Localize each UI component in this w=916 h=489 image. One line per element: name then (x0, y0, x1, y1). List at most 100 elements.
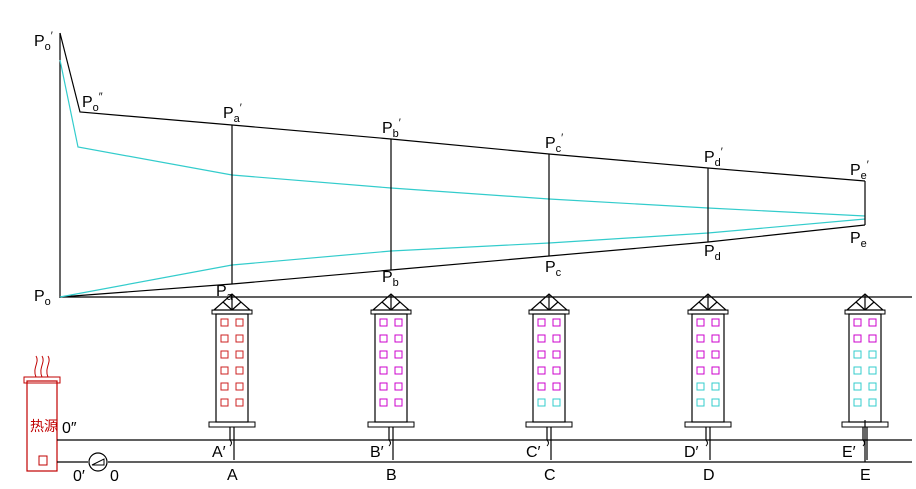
roof-truss (539, 301, 550, 311)
building-window (220, 366, 229, 375)
riser-bend (546, 439, 549, 447)
building-base (525, 421, 573, 428)
label-return-node: E (860, 467, 871, 484)
label-return-node: D (703, 467, 715, 484)
roof-truss (707, 301, 718, 311)
building-window (853, 350, 862, 359)
building-window (853, 366, 862, 375)
building-window (220, 398, 229, 407)
building-window (220, 382, 229, 391)
building-window (394, 398, 403, 407)
building-window (868, 334, 877, 343)
label-node-o: 0 (110, 468, 119, 485)
building-window (853, 334, 862, 343)
label-supply-pressure: Pb′ (382, 117, 401, 140)
building-window (868, 318, 877, 327)
building-window (394, 334, 403, 343)
building-window (379, 318, 388, 327)
building-window (711, 382, 720, 391)
return-pressure-line-cyan (59, 218, 866, 298)
label-po-prime: Po′ (34, 30, 53, 53)
building-window (379, 334, 388, 343)
label-return-pressure: Pc (545, 259, 562, 279)
roof-truss (231, 301, 242, 311)
building-window (235, 350, 244, 359)
buildings-group (208, 293, 889, 460)
building-window (394, 382, 403, 391)
building-window (220, 334, 229, 343)
building-window (552, 366, 561, 375)
heat-source-label: 热源 (30, 418, 58, 434)
label-node-o-prime: 0′ (73, 468, 85, 485)
pump-arrow (91, 458, 105, 466)
return-pressure-line (59, 224, 866, 298)
building-window (552, 398, 561, 407)
smoke-plume (34, 355, 38, 378)
building-window (394, 350, 403, 359)
label-return-node: B (386, 467, 397, 484)
building-window (394, 318, 403, 327)
building-window (235, 366, 244, 375)
building-window (711, 318, 720, 327)
building-window (537, 398, 546, 407)
building-window (711, 398, 720, 407)
label-return-pressure: Pd (704, 243, 721, 263)
label-supply-node: B′ (370, 444, 384, 461)
roof-truss (381, 301, 392, 311)
roof-truss (698, 301, 709, 311)
building-window (537, 318, 546, 327)
building-window (868, 350, 877, 359)
building-window (235, 382, 244, 391)
building-window (552, 334, 561, 343)
building-base (367, 421, 415, 428)
riser-bend (705, 439, 708, 447)
riser-bend (862, 439, 865, 447)
building-window (235, 318, 244, 327)
building-window (537, 366, 546, 375)
building-window (853, 318, 862, 327)
label-supply-pressure: Pa′ (223, 102, 242, 125)
label-return-pressure: Pe (850, 230, 867, 250)
label-supply-node: C′ (526, 444, 541, 461)
building-window (537, 382, 546, 391)
pressure-graph (59, 32, 912, 298)
roof-truss (864, 301, 875, 311)
roof-truss (548, 301, 559, 311)
building-window (868, 366, 877, 375)
building-window (220, 318, 229, 327)
building-window (220, 350, 229, 359)
building-window (552, 318, 561, 327)
smoke-plume (40, 355, 44, 378)
building (208, 293, 256, 460)
building-window (552, 350, 561, 359)
building-window (868, 382, 877, 391)
building-base (684, 421, 732, 428)
building-window (696, 398, 705, 407)
building-window (394, 366, 403, 375)
building-window (711, 366, 720, 375)
smoke-plume (46, 355, 50, 378)
label-return-pressure: Pa (216, 283, 234, 303)
building-window (853, 382, 862, 391)
building (367, 293, 415, 460)
building-window (537, 334, 546, 343)
building-window (379, 382, 388, 391)
building-window (696, 350, 705, 359)
label-supply-pressure: Pd′ (704, 146, 723, 169)
label-po-double-prime: Po″ (82, 91, 103, 114)
label-supply-pressure: Pe′ (850, 159, 869, 182)
roof-truss (222, 301, 233, 311)
label-supply-node: D′ (684, 444, 699, 461)
supply-pressure-line-cyan (59, 59, 866, 217)
building-window (696, 366, 705, 375)
label-return-node: A (227, 467, 238, 484)
building-window (868, 398, 877, 407)
heat-source-box (26, 380, 58, 472)
building-window (711, 334, 720, 343)
label-supply-node: A′ (212, 444, 226, 461)
supply-pressure-line (59, 32, 866, 182)
riser-bend (229, 439, 232, 447)
